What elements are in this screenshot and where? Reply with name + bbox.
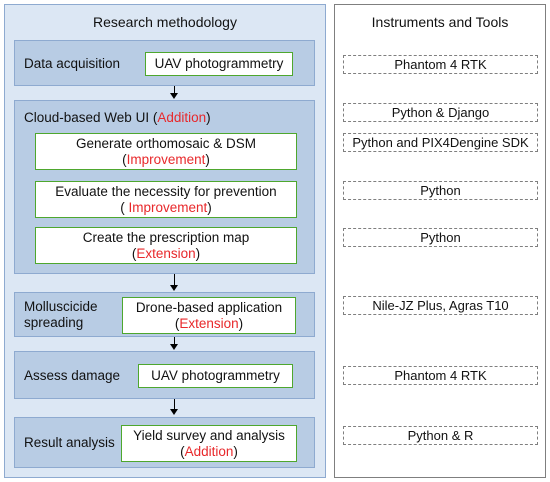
tag-improvement: Improvement	[126, 151, 206, 167]
tool-box: Phantom 4 RTK	[343, 55, 538, 74]
tool-box: Nile-JZ Plus, Agras T10	[343, 296, 538, 315]
process-box: Drone-based application (Extension)	[122, 297, 296, 334]
stage-assess-damage: Assess damage UAV photogrammetry	[14, 351, 315, 399]
process-box: Yield survey and analysis (Addition)	[121, 425, 297, 462]
stage-label: Molluscicide spreading	[24, 299, 98, 330]
stage-label: Cloud-based Web UI (Addition)	[24, 110, 211, 125]
tool-box: Python	[343, 228, 538, 247]
stage-label: Data acquisition	[24, 56, 121, 71]
instruments-tools-title: Instruments and Tools	[371, 14, 509, 30]
tool-box: Phantom 4 RTK	[343, 366, 538, 385]
process-box: Generate orthomosaic & DSM (Improvement)	[35, 133, 297, 170]
tool-box: Python & R	[343, 426, 538, 445]
stage-label: Result analysis	[24, 435, 115, 450]
stage-label: Assess damage	[24, 368, 121, 383]
tag-extension: Extension	[136, 245, 196, 261]
process-box: UAV photogrammetry	[145, 52, 293, 76]
stage-data-acquisition: Data acquisition UAV photogrammetry	[14, 40, 315, 86]
tag-improvement: Improvement	[128, 199, 208, 215]
process-box-text: UAV photogrammetry	[154, 56, 284, 71]
tool-box: Python and PIX4Dengine SDK	[343, 133, 538, 152]
tag-addition: Addition	[184, 443, 234, 459]
research-methodology-title: Research methodology	[93, 14, 237, 30]
process-box: Create the prescription map (Extension)	[35, 227, 297, 264]
tool-box: Python	[343, 181, 538, 200]
stage-cloud-web-ui: Cloud-based Web UI (Addition) Generate o…	[14, 100, 315, 274]
tool-box: Python & Django	[343, 103, 538, 122]
stage-result-analysis: Result analysis Yield survey and analysi…	[14, 417, 315, 468]
tag-extension: Extension	[179, 315, 239, 331]
tag-addition: Addition	[157, 110, 207, 125]
process-box: UAV photogrammetry	[138, 364, 293, 388]
process-box: Evaluate the necessity for prevention ( …	[35, 181, 297, 218]
stage-molluscicide-spreading: Molluscicide spreading Drone-based appli…	[14, 292, 315, 337]
